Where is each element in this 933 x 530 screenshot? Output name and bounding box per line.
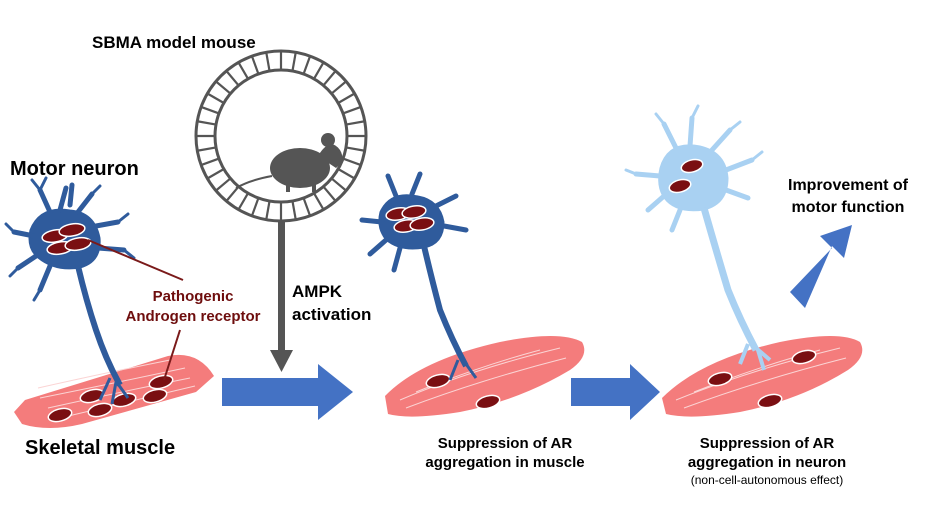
wheel-rung [215,80,232,95]
non-cell-autonomous-note: (non-cell-autonomous effect) [690,473,844,487]
mouse-silhouette [235,133,343,192]
wheel-rung [200,157,220,167]
pathogenic-ar-line2: Androgen receptor [125,308,261,325]
stage3-motor-neuron [624,104,772,371]
wheel-rung [250,197,260,217]
suppression-muscle-label: Suppression of AR aggregation in muscle [425,434,584,472]
improvement-line2: motor function [791,199,905,216]
ampk-line1: AMPK [292,282,343,301]
wheel-rung [237,61,249,80]
suppression-neuron-label: Suppression of AR aggregation in neuron [688,434,846,472]
stage3-muscle-ar-aggregates [707,349,817,409]
wheel-rung [225,70,240,87]
pathogenic-ar-pointers [87,239,184,381]
wheel-rung [337,168,356,180]
improvement-line1: Improvement of [787,177,909,194]
wheel-rung [322,185,337,202]
wheel-rung [313,61,325,80]
improvement-arrow [790,225,852,308]
wheel-rung [337,92,356,104]
wheel-rung [342,157,362,167]
wheel-rung [302,197,312,217]
pathogenic-ar-line1: Pathogenic [152,288,234,305]
suppression-muscle-line2: aggregation in muscle [425,454,585,471]
ampk-arrow [270,221,293,372]
stage3-neuron-ar-aggregates [668,158,704,194]
wheel-rung [250,55,260,75]
arrow-to-stage2 [222,364,353,420]
skeletal-muscle-label: Skeletal muscle [25,437,176,459]
wheel-rung [322,70,337,87]
motor-neuron-label: Motor neuron [10,158,139,180]
ampk-line2: activation [292,305,372,324]
wheel-rung [206,168,225,180]
pathogenic-ar-label: Pathogenic Androgen receptor [125,287,260,327]
wheel-rung [265,52,271,72]
wheel-rung [200,105,220,115]
mouse-model-title: SBMA model mouse [92,33,256,52]
wheel-rung [215,177,232,192]
suppression-neuron-line1: Suppression of AR [699,435,835,452]
stage2-muscle-ar-aggregates [425,373,501,410]
wheel-rung [291,200,297,220]
wheel-rung [330,80,347,95]
wheel-rung [291,52,297,72]
running-wheel [194,49,368,223]
arrow-to-stage3 [571,364,660,420]
wheel-rung [345,120,365,126]
wheel-rung [206,92,225,104]
ampk-activation-label: AMPK activation [292,280,371,326]
wheel-rung [225,185,240,202]
wheel-rung [313,192,325,211]
wheel-rung [265,200,271,220]
wheel-rung [342,105,362,115]
wheel-rung [197,146,217,152]
wheel-rung [302,55,312,75]
stage1-motor-neuron [4,176,136,405]
suppression-muscle-line1: Suppression of AR [437,435,573,452]
stage2-motor-neuron [359,171,478,381]
improvement-label: Improvement of motor function [788,175,908,219]
wheel-rung [330,177,347,192]
stage2-neuron-ar-aggregates [385,204,435,234]
stage1-neuron-ar-aggregates [41,222,92,256]
suppression-neuron-line2: aggregation in neuron [687,454,847,471]
wheel-rung [197,120,217,126]
wheel-rung [345,146,365,152]
wheel-rung [237,192,249,211]
